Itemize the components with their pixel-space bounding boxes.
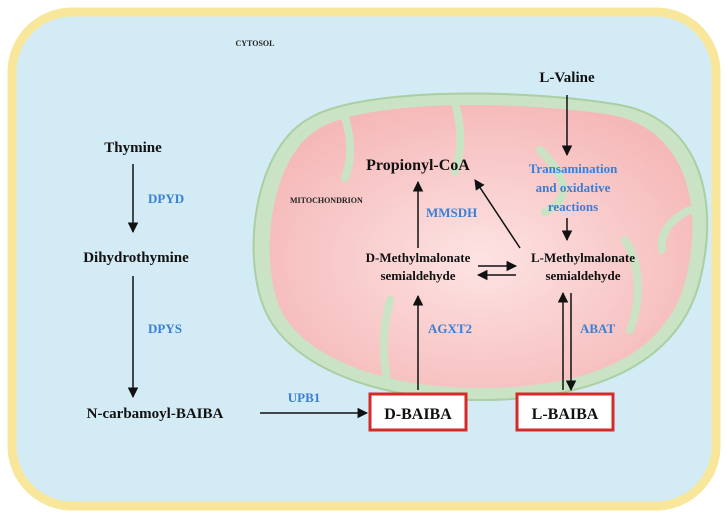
l-mmsa-line2: semialdehyde xyxy=(545,268,620,283)
transamination-line2: and oxidative xyxy=(536,180,611,195)
abat-enzyme: ABAT xyxy=(580,321,615,336)
propionyl-coa-label: Propionyl-CoA xyxy=(366,157,470,174)
l-baiba-label: L-BAIBA xyxy=(532,406,599,423)
thymine-label: Thymine xyxy=(104,140,162,156)
transamination-line3: reactions xyxy=(548,199,598,214)
n-carbamoyl-baiba-label: N-carbamoyl-BAIBA xyxy=(87,406,224,422)
mitochondrion-matrix xyxy=(269,105,693,388)
mitochondrion xyxy=(252,92,709,402)
agxt2-enzyme: AGXT2 xyxy=(428,321,472,336)
l-valine-label: L-Valine xyxy=(539,70,595,86)
crista xyxy=(451,99,465,176)
mmsdh-enzyme: MMSDH xyxy=(426,205,477,220)
crista xyxy=(536,146,568,216)
dpys-enzyme: DPYS xyxy=(148,321,182,336)
mitochondrion-label: MITOCHONDRION xyxy=(290,196,363,205)
upb1-enzyme: UPB1 xyxy=(288,390,321,405)
d-baiba-box xyxy=(368,392,468,432)
l-baiba-box xyxy=(515,392,615,432)
cytosol-label: CYTOSOL xyxy=(236,39,275,48)
crista xyxy=(657,206,694,254)
crista xyxy=(379,296,394,389)
crista xyxy=(341,114,355,182)
dihydrothymine-label: Dihydrothymine xyxy=(83,250,189,266)
crista xyxy=(621,236,642,334)
d-mmsa-line2: semialdehyde xyxy=(380,268,455,283)
d-baiba-label: D-BAIBA xyxy=(384,406,452,423)
d-mmsa-line1: D-Methylmalonate xyxy=(366,250,471,265)
arrow-l-mmsa-to-propionyl-coa xyxy=(474,179,521,249)
dpyd-enzyme: DPYD xyxy=(148,191,184,206)
transamination-line1: Transamination xyxy=(529,161,618,176)
l-mmsa-line1: L-Methylmalonate xyxy=(531,250,635,265)
